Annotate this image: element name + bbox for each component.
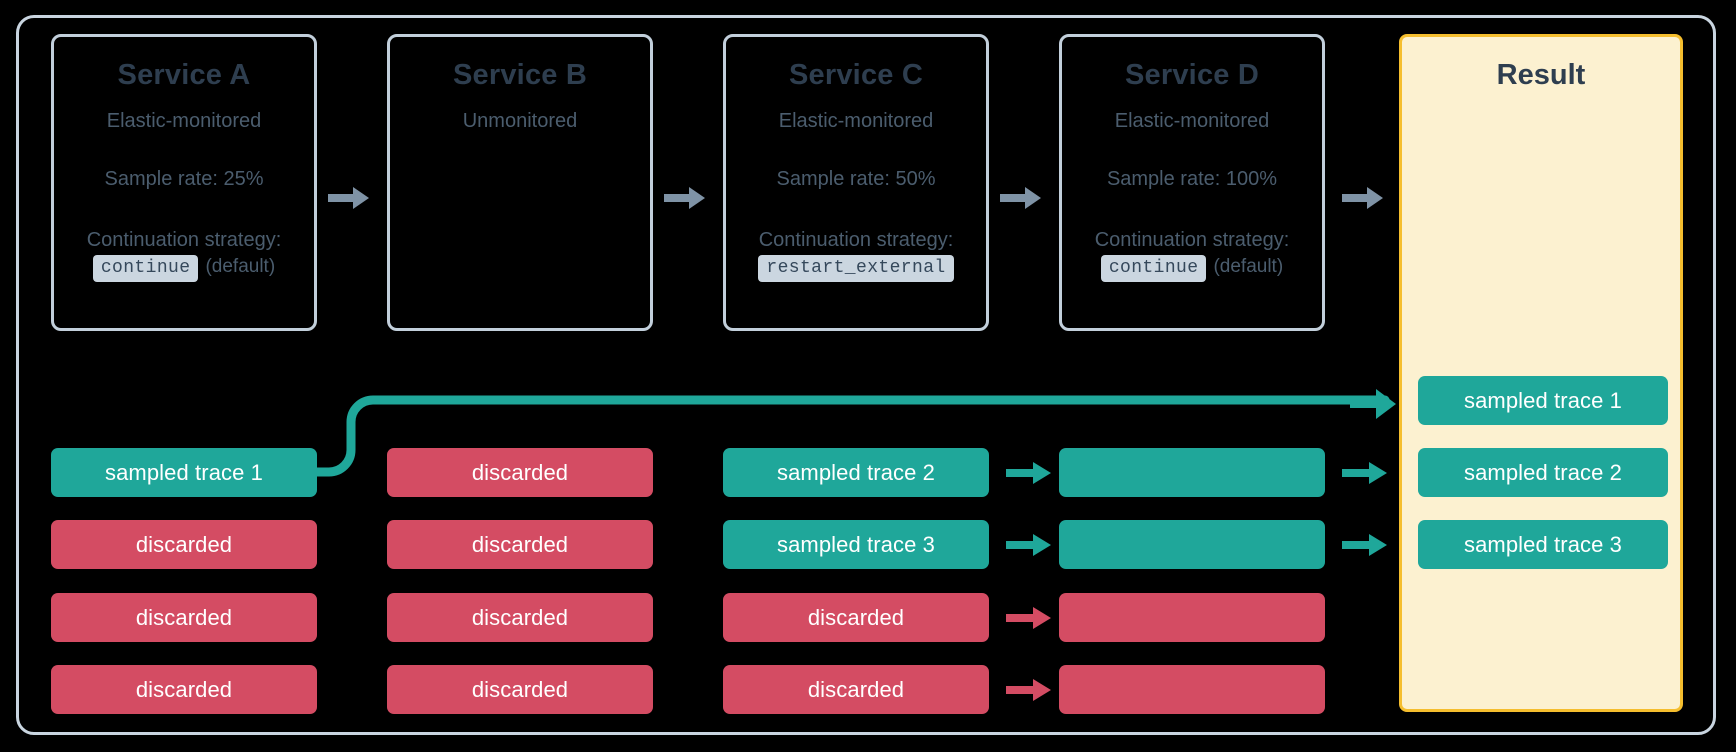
trace-pill-c-4: discarded: [723, 665, 989, 714]
trace-pill-b-2: discarded: [387, 520, 653, 569]
service-c-monitoring: Elastic-monitored: [778, 110, 934, 133]
service-box-d: Service D Elastic-monitored Sample rate:…: [1059, 34, 1325, 331]
service-d-continuation-note: (default): [1213, 256, 1284, 278]
service-a-continuation-value-line: continue (default): [54, 255, 314, 283]
service-d-title: Service D: [1125, 59, 1259, 91]
result-title: Result: [1496, 59, 1586, 91]
service-a-title: Service A: [117, 59, 251, 91]
service-d-continuation-label: Continuation strategy:: [1094, 229, 1290, 252]
trace-pill-d-3: [1059, 593, 1325, 642]
trace-pill-b-1: discarded: [387, 448, 653, 497]
trace-arrow-d2-to-result2: [1342, 533, 1388, 557]
service-box-b: Service B Unmonitored: [387, 34, 653, 331]
service-a-continuation-label: Continuation strategy:: [86, 229, 282, 252]
service-d-continuation-value: continue: [1100, 255, 1207, 283]
service-d-sample-rate: Sample rate: 100%: [1106, 168, 1278, 191]
service-b-monitoring: Unmonitored: [462, 110, 578, 133]
flow-arrow-a-to-b: [328, 185, 370, 211]
service-a-continuation-value: continue: [92, 255, 199, 283]
service-b-title: Service B: [453, 59, 587, 91]
trace-pill-a-1: sampled trace 1: [51, 448, 317, 497]
trace-pill-c-2: sampled trace 3: [723, 520, 989, 569]
service-box-c: Service C Elastic-monitored Sample rate:…: [723, 34, 989, 331]
service-d-continuation-value-line: continue (default): [1062, 255, 1322, 283]
trace-pill-d-4: [1059, 665, 1325, 714]
service-c-sample-rate: Sample rate: 50%: [776, 168, 936, 191]
diagram-outer-frame: [16, 15, 1716, 735]
service-a-continuation-note: (default): [205, 256, 276, 278]
service-box-a: Service A Elastic-monitored Sample rate:…: [51, 34, 317, 331]
result-panel: Result: [1399, 34, 1683, 712]
trace-pill-a-4: discarded: [51, 665, 317, 714]
service-c-title: Service C: [789, 59, 923, 91]
trace-pill-a-3: discarded: [51, 593, 317, 642]
result-trace-1: sampled trace 1: [1418, 376, 1668, 425]
trace-pill-d-1: [1059, 448, 1325, 497]
service-c-continuation-label: Continuation strategy:: [758, 229, 954, 252]
service-c-continuation-value-line: restart_external: [726, 255, 986, 283]
result-trace-3: sampled trace 3: [1418, 520, 1668, 569]
service-a-monitoring: Elastic-monitored: [106, 110, 262, 133]
service-d-monitoring: Elastic-monitored: [1114, 110, 1270, 133]
result-trace-2: sampled trace 2: [1418, 448, 1668, 497]
trace-pill-b-3: discarded: [387, 593, 653, 642]
trace-arrow-c2-to-d2: [1006, 533, 1052, 557]
trace-pill-d-2: [1059, 520, 1325, 569]
trace-pill-a-2: discarded: [51, 520, 317, 569]
trace-arrow-d1-to-result1: [1342, 461, 1388, 485]
trace-arrow-c4-to-d4: [1006, 678, 1052, 702]
trace-arrow-c1-to-d1: [1006, 461, 1052, 485]
trace-arrow-c3-to-d3: [1006, 606, 1052, 630]
flow-arrow-b-to-c: [664, 185, 706, 211]
trace-pill-c-3: discarded: [723, 593, 989, 642]
service-c-continuation-value: restart_external: [758, 255, 954, 283]
trace-pill-c-1: sampled trace 2: [723, 448, 989, 497]
flow-arrow-c-to-d: [1000, 185, 1042, 211]
flow-arrow-d-to-result: [1342, 185, 1384, 211]
service-a-sample-rate: Sample rate: 25%: [104, 168, 264, 191]
trace-pill-b-4: discarded: [387, 665, 653, 714]
